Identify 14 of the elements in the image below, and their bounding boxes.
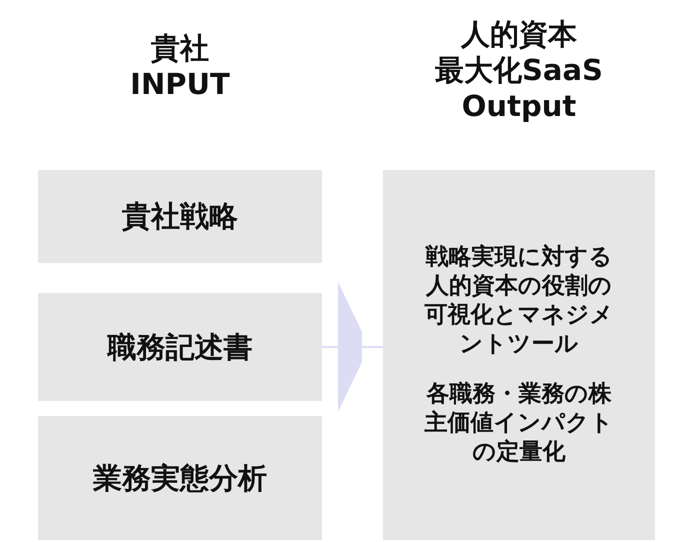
box-text: 貴社戦略 <box>121 198 239 235</box>
column-heading: 人的資本 <box>460 16 578 52</box>
column-heading: Output <box>460 88 578 124</box>
column-heading: INPUT <box>129 66 231 102</box>
text-box <box>38 416 322 540</box>
column-heading: 貴社 <box>150 30 210 66</box>
box-text: 戦略実現に対する人的資本の役割の可視化とマネジメントツール <box>424 243 614 358</box>
text-box <box>38 170 322 263</box>
box-text: 各職務・業務の株主価値インパクトの定量化 <box>424 380 614 467</box>
text-box <box>38 293 322 401</box>
column-heading: 最大化SaaS <box>434 52 604 88</box>
text-box <box>383 170 655 540</box>
box-text: 業務実態分析 <box>92 460 268 496</box>
box-text: 職務記述書 <box>106 328 254 366</box>
